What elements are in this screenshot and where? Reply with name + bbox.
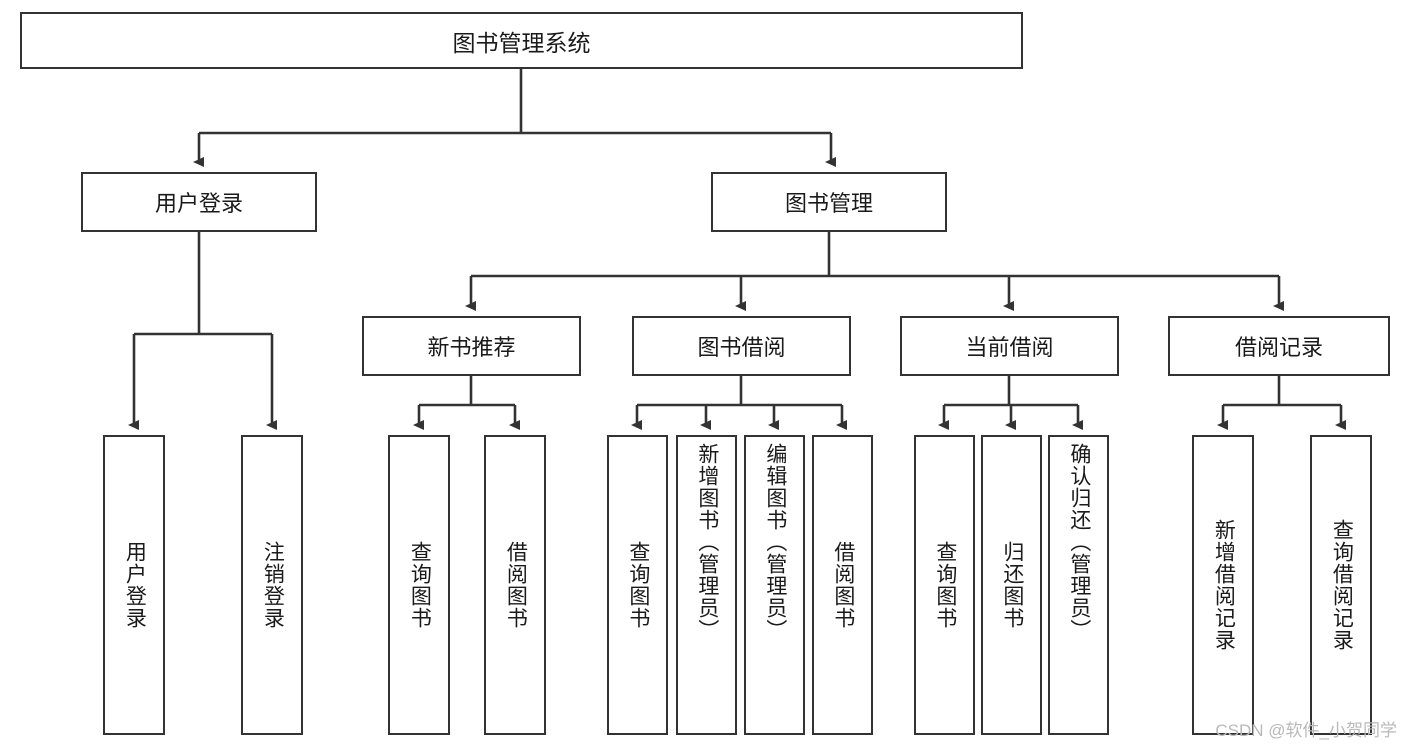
node-label: 借阅记录	[1234, 335, 1323, 360]
node-leaf-10[interactable]: 确认归还（管理员）	[1048, 435, 1109, 735]
node-label: 图书借阅	[697, 335, 786, 360]
node-level3-0[interactable]: 新书推荐	[362, 316, 581, 376]
node-label: 用户登录	[154, 191, 243, 216]
node-leaf-11[interactable]: 新增借阅记录	[1192, 435, 1254, 735]
node-label: 注销登录	[261, 541, 285, 629]
node-label: 查询图书	[933, 541, 957, 629]
node-label: 新增图书（管理员）	[695, 443, 719, 641]
node-leaf-2[interactable]: 查询图书	[388, 435, 450, 735]
node-label: 借阅图书	[831, 541, 855, 629]
node-label: 图书管理系统	[452, 29, 591, 56]
node-label: 编辑图书（管理员）	[763, 443, 787, 641]
node-label: 归还图书	[1000, 541, 1024, 629]
node-root[interactable]: 图书管理系统	[20, 12, 1023, 69]
node-label: 确认归还（管理员）	[1067, 443, 1091, 641]
node-label: 当前借阅	[965, 335, 1054, 360]
node-leaf-1[interactable]: 注销登录	[241, 435, 303, 735]
node-leaf-0[interactable]: 用户登录	[103, 435, 165, 735]
node-leaf-3[interactable]: 借阅图书	[484, 435, 546, 735]
node-level3-3[interactable]: 借阅记录	[1168, 316, 1390, 376]
node-label: 新增借阅记录	[1212, 519, 1236, 651]
node-label: 用户登录	[123, 541, 147, 629]
node-level3-1[interactable]: 图书借阅	[632, 316, 851, 376]
node-level2-1[interactable]: 图书管理	[711, 172, 947, 232]
node-level3-2[interactable]: 当前借阅	[900, 316, 1119, 376]
node-leaf-12[interactable]: 查询借阅记录	[1310, 435, 1372, 735]
node-level2-0[interactable]: 用户登录	[81, 172, 317, 232]
node-label: 图书管理	[784, 191, 873, 216]
node-label: 新书推荐	[427, 335, 516, 360]
node-label: 查询借阅记录	[1330, 519, 1354, 651]
node-leaf-7[interactable]: 借阅图书	[812, 435, 873, 735]
watermark: CSDN @软件_小贺同学	[1215, 721, 1397, 740]
node-label: 借阅图书	[504, 541, 528, 629]
node-label: 查询图书	[408, 541, 432, 629]
node-label: 查询图书	[626, 541, 650, 629]
node-leaf-9[interactable]: 归还图书	[981, 435, 1042, 735]
node-leaf-4[interactable]: 查询图书	[607, 435, 668, 735]
node-leaf-6[interactable]: 编辑图书（管理员）	[744, 435, 805, 735]
node-leaf-8[interactable]: 查询图书	[914, 435, 975, 735]
node-leaf-5[interactable]: 新增图书（管理员）	[676, 435, 737, 735]
